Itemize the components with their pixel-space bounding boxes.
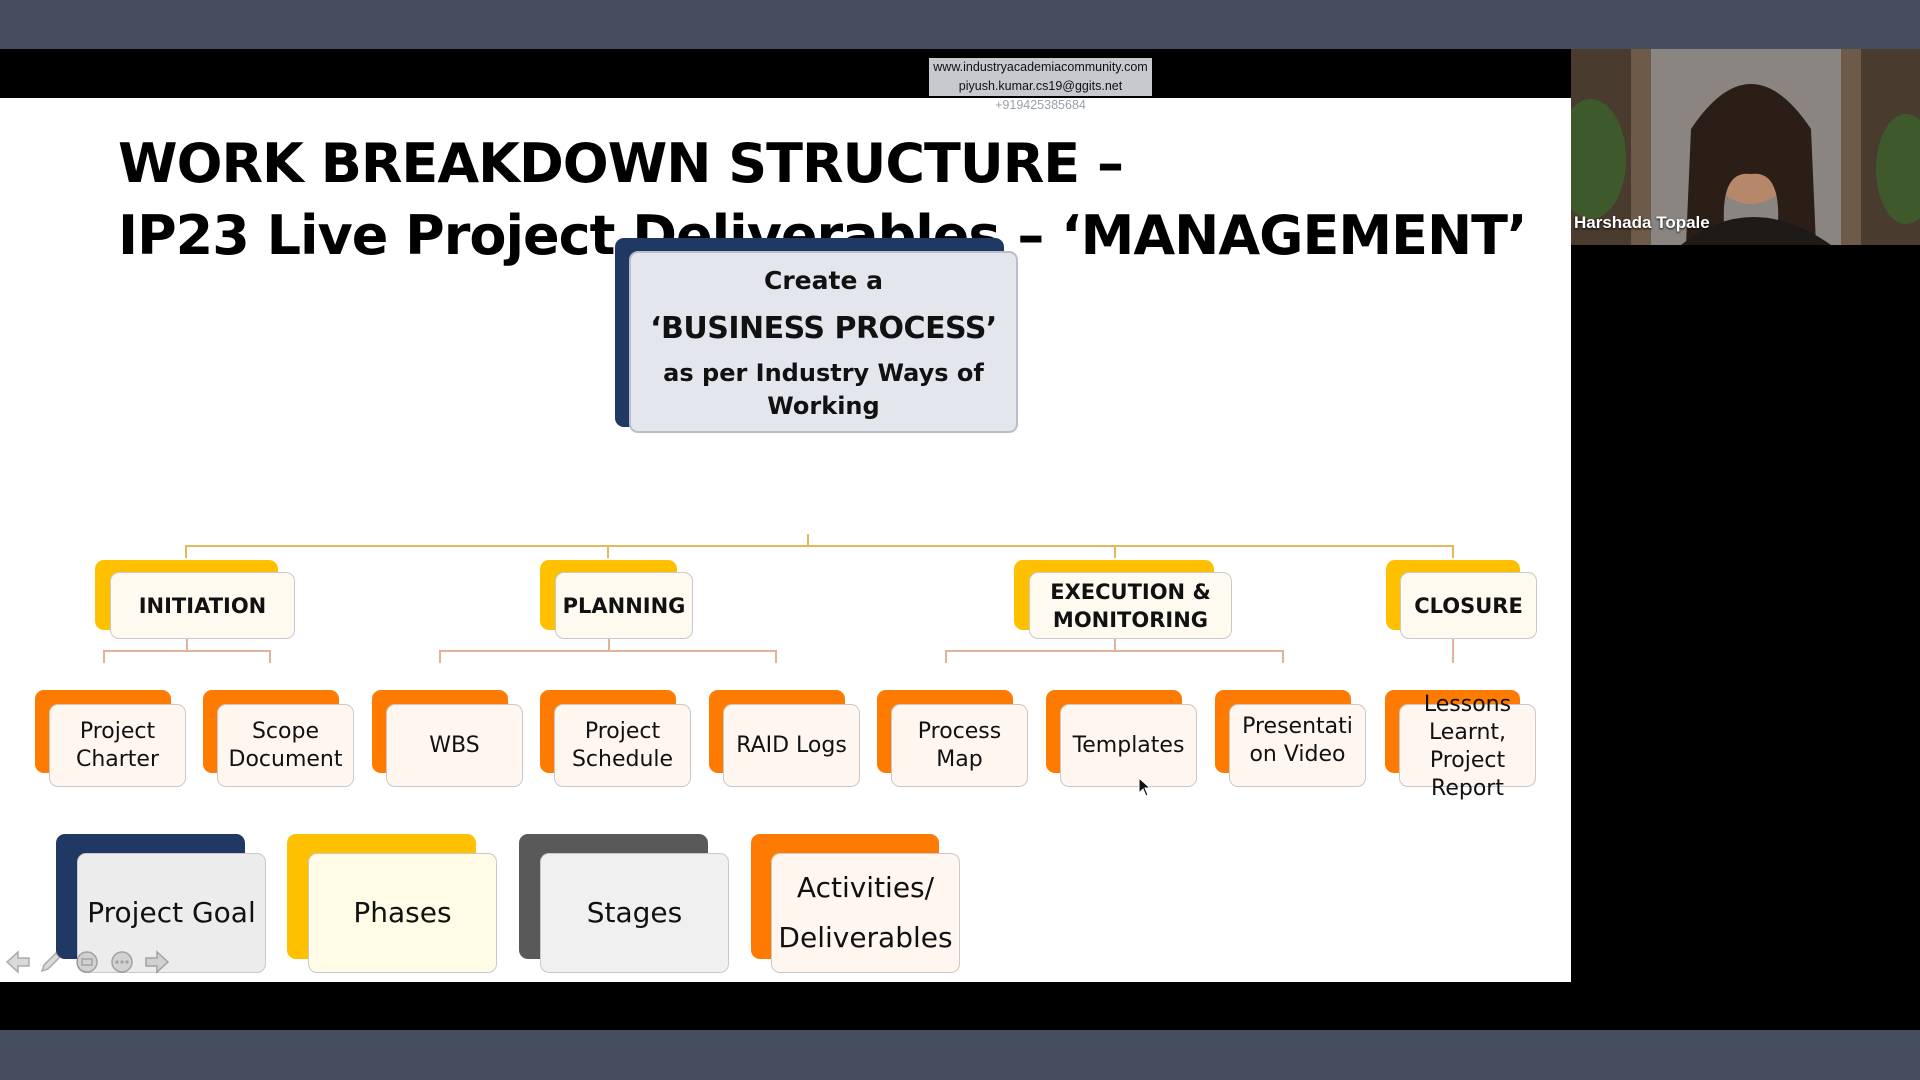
legend-label: Project Goal (87, 896, 256, 929)
activity-label-2: Document (228, 746, 343, 772)
project-goal-line-3: as per Industry Ways of (663, 359, 984, 387)
activity-label: Project (584, 718, 661, 744)
connector (807, 534, 809, 546)
participant-name: Harshada Topale (1574, 213, 1710, 232)
activity-label-3: Project (1429, 747, 1506, 773)
watermark-site: www.industryacademiacommunity.com (929, 58, 1152, 77)
activity-label-2: Map (936, 746, 983, 772)
connector (608, 638, 610, 651)
phase-closure: CLOSURE (1400, 572, 1537, 639)
phase-execution-monitoring: EXECUTION & MONITORING (1029, 572, 1232, 639)
phase-label: EXECUTION & (1050, 579, 1211, 604)
connector (185, 545, 187, 558)
project-goal-line-2: ‘BUSINESS PROCESS’ (650, 311, 997, 346)
activity-label: RAID Logs (736, 732, 847, 758)
legend-label: Phases (353, 896, 452, 929)
mouse-cursor-icon (1138, 777, 1152, 797)
connector (607, 545, 609, 558)
legend-label-2: Deliverables (778, 921, 953, 954)
connector (1452, 545, 1454, 558)
activity-presentation-video: Presentati on Video (1229, 704, 1366, 787)
activity-label: Project (79, 718, 156, 744)
connector (775, 650, 777, 663)
phase-label-2: MONITORING (1052, 607, 1209, 632)
participant-video-tile[interactable]: Harshada Topale (1571, 49, 1920, 245)
legend-project-goal: Project Goal (77, 853, 266, 973)
legend-activities-deliverables: Activities/Deliverables (771, 853, 960, 973)
slide-title: WORK BREAKDOWN STRUCTURE – IP23 Live Pro… (118, 128, 1528, 272)
participant-video-icon (1571, 49, 1920, 245)
legend-stages: Stages (540, 853, 729, 973)
activity-label: Presentati (1242, 714, 1353, 739)
phase-planning: PLANNING (555, 572, 693, 639)
project-goal-line-4: Working (767, 392, 880, 420)
activity-label-4: Report (1431, 775, 1504, 801)
activity-label: Scope (251, 718, 319, 744)
connector (186, 638, 188, 651)
connector (439, 650, 441, 663)
activity-templates: Templates (1060, 704, 1197, 787)
legend-label: Activities/ (796, 871, 935, 904)
connector (1282, 650, 1284, 663)
connector (945, 650, 947, 663)
watermark: www.industryacademiacommunity.com piyush… (929, 58, 1152, 115)
watermark-email: piyush.kumar.cs19@ggits.net (929, 77, 1152, 96)
project-goal-line-1: Create a (764, 266, 883, 295)
activity-label-2: Charter (75, 746, 160, 772)
activity-label: Lessons (1423, 691, 1512, 717)
legend-label: Stages (586, 896, 683, 929)
phase-label: PLANNING (562, 593, 686, 618)
activity-label: Templates (1072, 732, 1185, 758)
pen-icon[interactable] (37, 948, 65, 976)
activity-label-2: Schedule (571, 746, 674, 772)
connector (103, 650, 271, 652)
activity-label-2: Learnt, (1428, 719, 1507, 745)
connector (1452, 638, 1454, 663)
arrow-left-icon[interactable] (4, 948, 32, 976)
connector (185, 545, 1454, 547)
phase-label: INITIATION (138, 593, 267, 618)
activity-label-2: on Video (1249, 742, 1346, 767)
presentation-slide: WORK BREAKDOWN STRUCTURE – IP23 Live Pro… (0, 98, 1571, 982)
connector (439, 650, 777, 652)
phase-initiation: INITIATION (110, 572, 295, 639)
connector (269, 650, 271, 663)
activity-raid-logs: RAID Logs (723, 704, 860, 787)
arrow-right-icon[interactable] (143, 948, 171, 976)
legend-phases: Phases (308, 853, 497, 973)
phase-label: CLOSURE (1414, 593, 1523, 618)
activity-label: Process (917, 718, 1002, 744)
project-goal-box: Create a ‘BUSINESS PROCESS’ as per Indus… (629, 251, 1018, 433)
connector (103, 650, 105, 663)
slide-title-line-1: WORK BREAKDOWN STRUCTURE – (118, 132, 1124, 195)
connector (1114, 638, 1116, 651)
zoom-icon[interactable] (73, 948, 101, 976)
connector (1114, 545, 1116, 558)
activity-label: WBS (429, 732, 480, 758)
connector (945, 650, 1284, 652)
more-icon[interactable] (108, 948, 136, 976)
watermark-phone: +919425385684 (995, 98, 1086, 112)
activity-wbs: WBS (386, 704, 523, 787)
